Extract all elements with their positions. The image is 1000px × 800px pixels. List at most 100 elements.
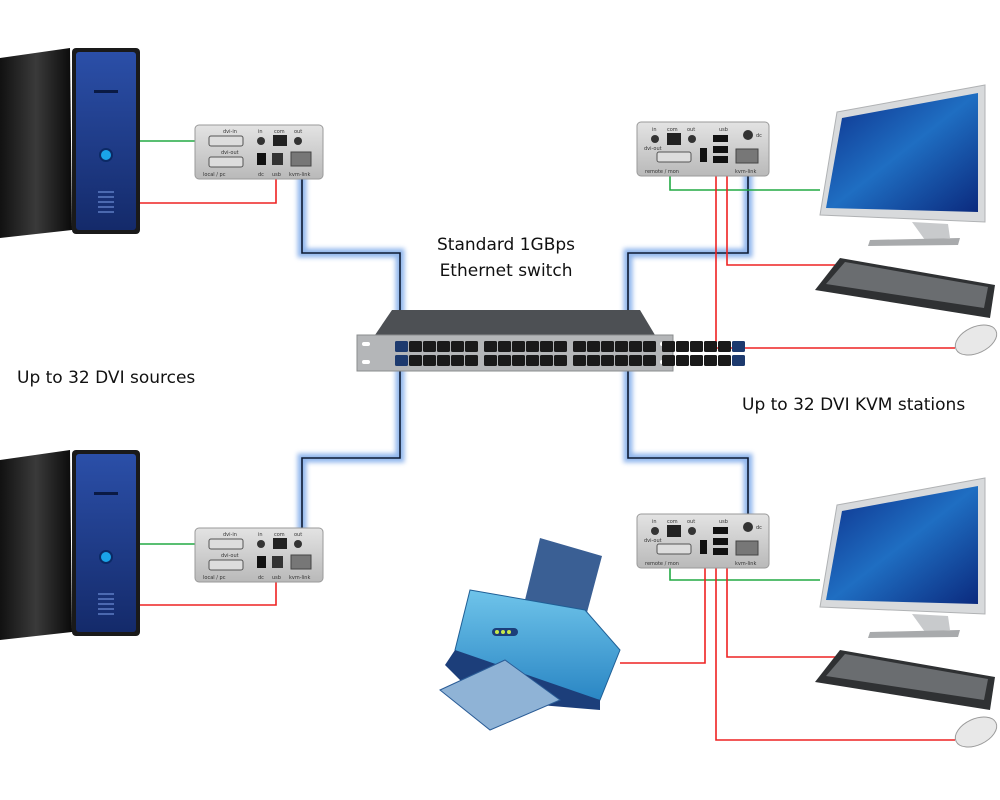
usb-cable-keyboard2 xyxy=(726,552,835,658)
port-label-dvi-out: dvi-out xyxy=(221,150,239,156)
switch-port xyxy=(573,355,586,366)
switch-port xyxy=(554,341,567,352)
port-label-kvm-link: kvm-link xyxy=(289,575,310,581)
switch-port xyxy=(676,355,689,366)
source-pc-2 xyxy=(0,450,140,640)
switch-label-line1: Standard 1GBps xyxy=(437,235,576,255)
switch-port xyxy=(573,341,586,352)
transmitter-1: dvi-in dvi-out local / pc in com out dc … xyxy=(194,124,324,180)
keyboard-2 xyxy=(815,650,995,710)
switch-port xyxy=(643,341,656,352)
usb-cable-printer xyxy=(620,552,706,664)
port-label-remote-mon: remote / mon xyxy=(645,169,679,175)
port-label-in: in xyxy=(258,532,263,538)
switch-port xyxy=(601,355,614,366)
port-label-kvm-link: kvm-link xyxy=(735,169,756,175)
monitor-1 xyxy=(819,84,986,246)
switch-port xyxy=(484,355,497,366)
power-icon xyxy=(99,550,113,564)
network-cable-rx1 xyxy=(623,160,753,345)
port-label-dvi-out: dvi-out xyxy=(644,146,662,152)
switch-port xyxy=(540,341,553,352)
switch-port xyxy=(704,355,717,366)
switch-ports xyxy=(395,341,745,366)
switch-port xyxy=(601,341,614,352)
port-label-remote-mon: remote / mon xyxy=(645,561,679,567)
switch-port xyxy=(662,355,675,366)
switch-port xyxy=(512,355,525,366)
switch-label: Standard 1GBps Ethernet switch xyxy=(437,232,575,284)
switch-port xyxy=(465,355,478,366)
port-label-out: out xyxy=(294,532,302,538)
switch-port xyxy=(587,341,600,352)
port-label-com: com xyxy=(274,532,285,538)
port-label-local-pc: local / pc xyxy=(203,172,226,178)
transmitter-2: dvi-in dvi-out local / pc in com out dc … xyxy=(194,527,324,583)
dvi-in-port xyxy=(208,135,244,147)
network-cables xyxy=(297,160,753,555)
network-cable-tx1 xyxy=(297,160,405,345)
switch-port xyxy=(615,355,628,366)
port-label-out: out xyxy=(294,129,302,135)
switch-port xyxy=(662,341,675,352)
switch-port xyxy=(718,341,731,352)
switch-port xyxy=(451,355,464,366)
port-label-dc: dc xyxy=(756,133,762,139)
mouse-2 xyxy=(954,716,998,748)
switch-port xyxy=(587,355,600,366)
port-label-dvi-in: dvi-in xyxy=(223,532,237,538)
switch-port xyxy=(395,355,408,366)
switch-port xyxy=(498,355,511,366)
port-label-in: in xyxy=(652,519,657,525)
port-label-usb: usb xyxy=(272,172,281,178)
receiver-1: in com out dvi-out remote / mon usb dc k… xyxy=(636,121,770,177)
switch-port xyxy=(718,355,731,366)
stations-label: Up to 32 DVI KVM stations xyxy=(742,395,966,415)
receiver-2: in com out dvi-out remote / mon usb dc k… xyxy=(636,513,770,569)
switch-port xyxy=(423,341,436,352)
switch-port xyxy=(615,341,628,352)
port-label-out: out xyxy=(687,127,695,133)
switch-port xyxy=(526,341,539,352)
port-label-dvi-in: dvi-in xyxy=(223,129,237,135)
printer xyxy=(439,538,621,731)
switch-port xyxy=(690,355,703,366)
switch-port xyxy=(690,341,703,352)
power-icon xyxy=(99,148,113,162)
switch-port xyxy=(498,341,511,352)
port-label-in: in xyxy=(652,127,657,133)
switch-port xyxy=(512,341,525,352)
switch-port xyxy=(676,341,689,352)
switch-port xyxy=(465,341,478,352)
port-label-dvi-out: dvi-out xyxy=(221,553,239,559)
switch-port xyxy=(484,341,497,352)
ethernet-switch xyxy=(356,310,745,372)
keyboard-1 xyxy=(815,258,995,318)
switch-label-line2: Ethernet switch xyxy=(439,261,573,281)
source-pc-1 xyxy=(0,48,140,238)
port-label-com: com xyxy=(667,127,678,133)
switch-port xyxy=(732,341,745,352)
switch-port xyxy=(704,341,717,352)
switch-port xyxy=(409,341,422,352)
switch-port xyxy=(540,355,553,366)
usb-cable-mouse2 xyxy=(715,552,955,741)
switch-port xyxy=(629,355,642,366)
usb-cable-keyboard1 xyxy=(726,160,835,266)
port-label-com: com xyxy=(667,519,678,525)
port-label-com: com xyxy=(274,129,285,135)
monitor-2 xyxy=(819,477,986,638)
network-cable-tx2 xyxy=(297,362,405,555)
port-label-dc: dc xyxy=(258,575,264,581)
switch-port xyxy=(395,341,408,352)
network-cable-rx2 xyxy=(623,362,753,555)
port-label-kvm-link: kvm-link xyxy=(289,172,310,178)
switch-port xyxy=(732,355,745,366)
port-label-dc: dc xyxy=(756,525,762,531)
switch-port xyxy=(409,355,422,366)
sources-label: Up to 32 DVI sources xyxy=(17,368,196,388)
switch-port xyxy=(643,355,656,366)
port-label-dvi-out: dvi-out xyxy=(644,538,662,544)
port-label-usb: usb xyxy=(719,127,728,133)
mouse-1 xyxy=(954,324,998,356)
